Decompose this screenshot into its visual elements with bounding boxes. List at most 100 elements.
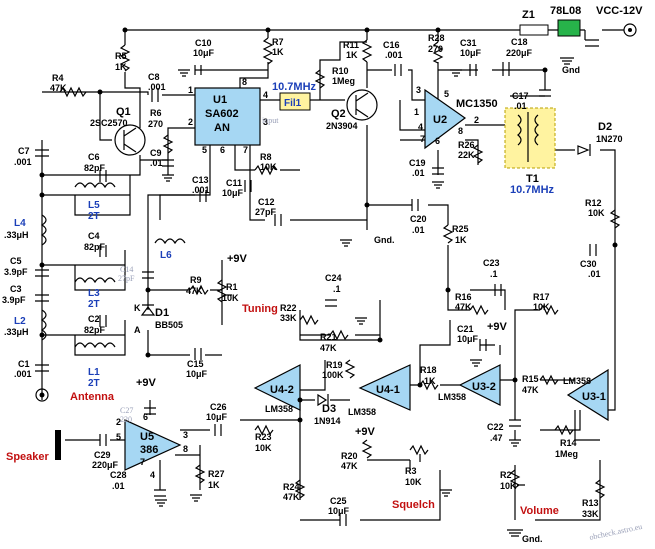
vcc-terminal <box>623 23 637 37</box>
capacitor-label: C3 <box>10 284 22 294</box>
resistor-value: 33K <box>582 509 599 519</box>
inductor-value: .33μH <box>4 327 29 337</box>
capacitor-label: C25 <box>330 496 347 506</box>
component-symbols <box>35 19 637 537</box>
resistor-label: R14 <box>560 438 577 448</box>
resistor-value: 1Meg <box>332 76 355 86</box>
ic-u2-pin-label: 2 <box>474 115 479 125</box>
opamp-u3-1-part: LM358 <box>563 376 591 386</box>
resistor-value: 10K <box>255 443 272 453</box>
ic-u2-pin-label: 8 <box>458 126 463 136</box>
capacitor-value: 10μF <box>457 334 479 344</box>
diode-d3-name: D3 <box>322 403 336 415</box>
amplifier-u5-pin-label: 6 <box>143 412 148 422</box>
ic-u2-pin-label: 7 <box>420 134 425 144</box>
vcc-label: VCC-12V <box>596 5 643 17</box>
capacitor-label: C30 <box>580 259 597 269</box>
resistor-r25-symbol <box>442 224 454 244</box>
zener-label: Z1 <box>522 9 535 21</box>
amplifier-u5-pin-label: 7 <box>140 457 145 467</box>
resistor-label: R12 <box>585 198 602 208</box>
resistor-label: R16 <box>455 292 472 302</box>
inductor-labels: L1 2T L2 .33μH L3 2T L4 .33μH L5 2T L6 <box>4 200 172 389</box>
resistor-label: R6 <box>150 108 162 118</box>
ic-u1-pin-label: 8 <box>242 77 247 87</box>
diode-d3-symbol <box>317 393 329 407</box>
volume-label: Volume <box>520 505 559 517</box>
capacitor-label: C23 <box>483 258 500 268</box>
capacitor-value: 82pF <box>84 163 106 173</box>
diode-d2-name: D2 <box>598 121 612 133</box>
inductor-l6-symbol <box>154 238 186 245</box>
diode-d3-part: 1N914 <box>314 416 341 426</box>
amplifier-u5-pin-label: 5 <box>116 432 121 442</box>
resistor-label: R28 <box>428 33 445 43</box>
ic-u2-pin-label: 3 <box>416 85 421 95</box>
antenna-label: Antenna <box>70 391 115 403</box>
amplifier-u5: U5 386 2 3 4 5 6 7 8 <box>116 412 188 480</box>
resistor-r17-symbol <box>539 304 559 316</box>
resistor-r21-symbol <box>329 329 349 341</box>
resistor-r8-symbol <box>254 164 278 176</box>
amplifier-u5-pin-label: 8 <box>183 444 188 454</box>
resistor-value: 1K <box>115 62 127 72</box>
opamp-u3-2-part: LM358 <box>438 392 466 402</box>
resistor-value: 1K <box>455 235 467 245</box>
resistor-value: 10K <box>260 162 277 172</box>
capacitor-label: C24 <box>325 273 342 283</box>
capacitor-value: 10μF <box>460 48 482 58</box>
inductor-label: L1 <box>88 367 100 378</box>
resistor-label: R8 <box>260 152 272 162</box>
speaker-label: Speaker <box>6 451 50 463</box>
potentiometer-r1-symbol <box>216 279 232 303</box>
resistor-label: R11 <box>343 40 359 50</box>
resistor-r6-symbol <box>162 134 174 154</box>
capacitor-labels: C1 .001 C2 82pF C3 3.9pF C4 82pF C5 3.9p… <box>2 37 601 516</box>
resistor-r7-symbol <box>262 37 274 65</box>
capacitor-label: C19 <box>409 158 426 168</box>
resistor-value: 47K <box>186 286 203 296</box>
capacitor-value: 220 <box>120 415 132 424</box>
ic-u2-pin-label: 1 <box>414 107 419 117</box>
capacitor-value: .001 <box>14 369 32 379</box>
tuning-label: Tuning <box>242 303 278 315</box>
resistor-r5-symbol <box>119 44 131 72</box>
capacitor-value: 10μF <box>222 188 244 198</box>
resistor-r19-symbol <box>344 359 356 379</box>
resistor-r12-symbol <box>609 209 621 229</box>
resistor-label: R13 <box>582 498 599 508</box>
opamp-u4-1: U4-1 LM358 <box>348 364 411 417</box>
capacitor-label: C12 <box>258 197 275 207</box>
resistor-r18-symbol <box>419 379 439 391</box>
resistor-value: 47K <box>341 461 358 471</box>
diode-d1-a: A <box>134 325 141 335</box>
opamp-u3-1-name: U3-1 <box>582 391 606 403</box>
resistor-value: 1K <box>208 480 220 490</box>
resistor-value: 270 <box>428 44 443 54</box>
resistor-label: R10 <box>332 66 349 76</box>
capacitor-label: C9 <box>150 148 162 158</box>
resistor-value: 10K <box>588 208 605 218</box>
capacitor-label: C20 <box>410 214 427 224</box>
diode-d2-part: 1N270 <box>596 134 623 144</box>
plus9v-label: +9V <box>136 377 157 389</box>
capacitor-label: C22 <box>487 422 504 432</box>
diode-d1-name: D1 <box>155 307 169 319</box>
resistor-label: R17 <box>533 292 550 302</box>
resistor-value: 100K <box>322 370 344 380</box>
capacitor-value: .01 <box>150 158 163 168</box>
ic-u2-part: MC1350 <box>456 98 498 110</box>
resistor-value: 10K <box>500 481 517 491</box>
resistor-label: R27 <box>208 469 225 479</box>
inductor-label: L2 <box>14 316 26 327</box>
capacitor-value: .001 <box>14 157 32 167</box>
resistor-r13-symbol <box>594 479 606 499</box>
capacitor-label: C4 <box>88 231 100 241</box>
capacitor-label: C10 <box>195 38 212 48</box>
resistor-label: R24 <box>283 482 300 492</box>
capacitor-value: .001 <box>148 82 166 92</box>
resistor-value: 33K <box>280 313 297 323</box>
capacitor-value: .1 <box>333 284 341 294</box>
ic-u1-part1: SA602 <box>205 108 239 120</box>
filter-freq: 10.7MHz <box>272 81 317 93</box>
